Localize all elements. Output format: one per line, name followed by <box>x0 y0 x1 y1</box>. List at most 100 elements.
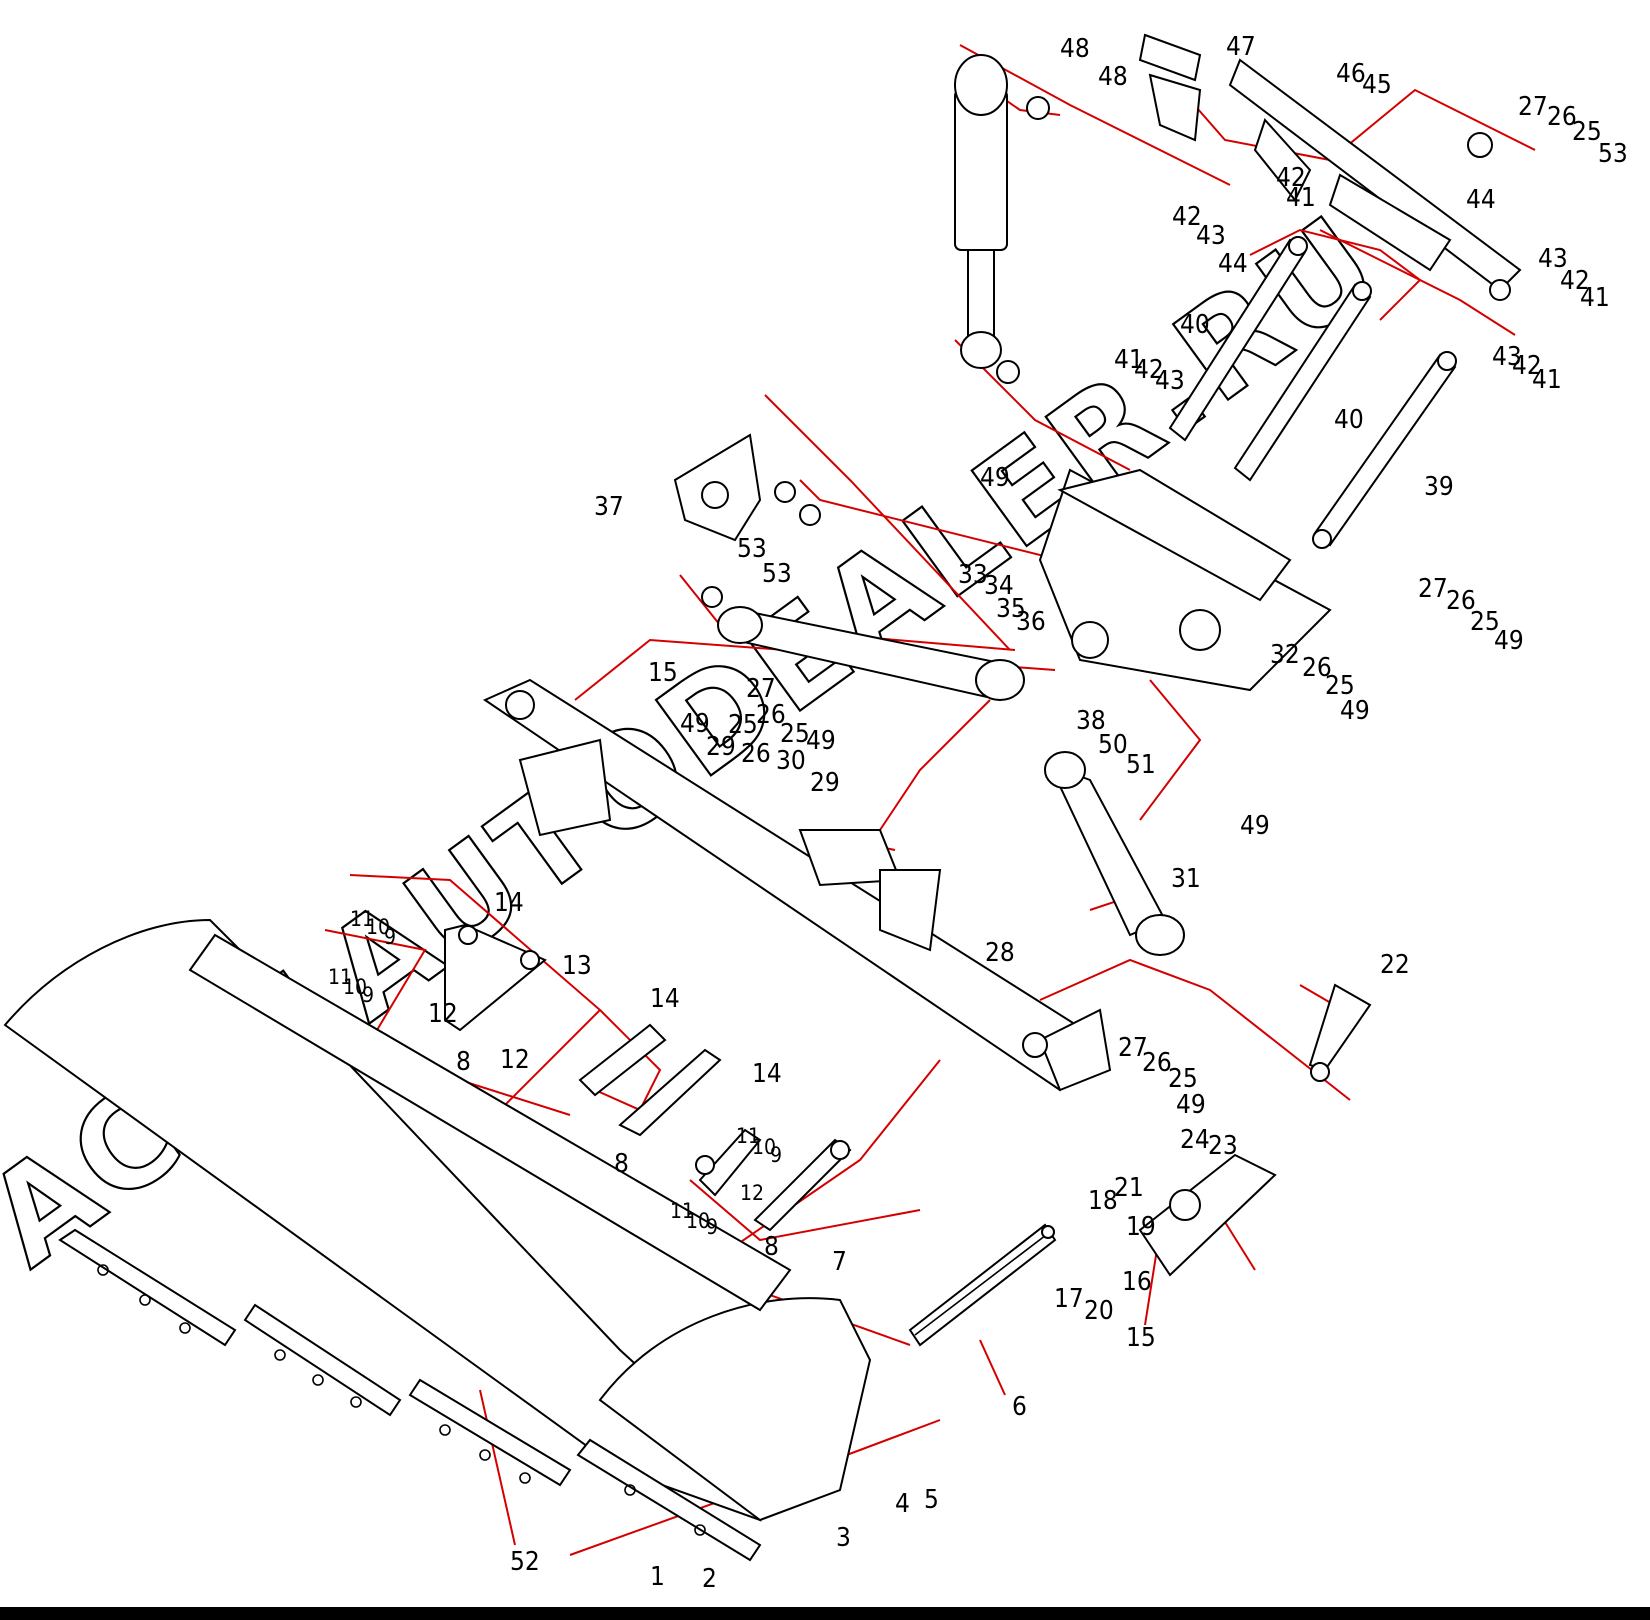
callout-26: 26 <box>1446 586 1476 616</box>
lift-links <box>1168 236 1457 549</box>
callout-3: 3 <box>836 1523 851 1553</box>
callout-29: 29 <box>810 768 840 798</box>
callout-10: 10 <box>366 915 390 939</box>
callout-27: 27 <box>1418 574 1448 604</box>
callout-43: 43 <box>1155 366 1185 396</box>
callout-29: 29 <box>706 732 736 762</box>
callout-12: 12 <box>428 999 458 1029</box>
leader-link-40 <box>1249 228 1422 321</box>
callout-46: 46 <box>1336 59 1366 89</box>
upper-brackets <box>1138 33 1522 301</box>
callout-49: 49 <box>980 463 1010 493</box>
callout-10: 10 <box>343 975 367 999</box>
callout-42: 42 <box>1172 202 1202 232</box>
callout-49: 49 <box>1340 696 1370 726</box>
callout-17: 17 <box>1054 1284 1084 1314</box>
callout-26: 26 <box>1547 102 1577 132</box>
callout-14: 14 <box>650 984 680 1014</box>
callout-25: 25 <box>780 719 810 749</box>
leader-plate-37 <box>764 394 1011 651</box>
leader-plate-nuts <box>799 479 1061 561</box>
callout-53: 53 <box>737 534 767 564</box>
callout-14: 14 <box>752 1059 782 1089</box>
callout-28: 28 <box>985 938 1015 968</box>
callout-22: 22 <box>1380 950 1410 980</box>
small-links <box>444 923 852 1232</box>
callout-35: 35 <box>996 594 1026 624</box>
callout-26: 26 <box>756 700 786 730</box>
callout-15: 15 <box>1126 1323 1156 1353</box>
callout-38: 38 <box>1076 706 1106 736</box>
leader-6 <box>979 1339 1006 1396</box>
callout-30: 30 <box>776 746 806 776</box>
callout-41: 41 <box>1532 365 1562 395</box>
callout-9: 9 <box>362 983 374 1007</box>
callout-5: 5 <box>924 1485 939 1515</box>
callout-8: 8 <box>614 1149 629 1179</box>
callout-26: 26 <box>1302 653 1332 683</box>
callout-43: 43 <box>1538 244 1568 274</box>
callout-27: 27 <box>746 674 776 704</box>
skid-shoe <box>1138 1153 1277 1277</box>
callout-10: 10 <box>752 1135 776 1159</box>
callout-40: 40 <box>1334 405 1364 435</box>
callout-48: 48 <box>1060 34 1090 64</box>
callout-49: 49 <box>806 726 836 756</box>
callout-16: 16 <box>1122 1267 1152 1297</box>
callout-39: 39 <box>1424 472 1454 502</box>
callout-11: 11 <box>736 1124 760 1148</box>
callout-27: 27 <box>1518 92 1548 122</box>
callout-25: 25 <box>728 710 758 740</box>
callout-44: 44 <box>1466 185 1496 215</box>
leader-links-right <box>689 1179 921 1242</box>
callout-37: 37 <box>594 492 624 522</box>
cutting-edges <box>58 1228 762 1562</box>
callout-15: 15 <box>648 658 678 688</box>
callout-47: 47 <box>1226 32 1256 62</box>
callout-42: 42 <box>1512 351 1542 381</box>
callout-41: 41 <box>1580 283 1610 313</box>
leader-frame-38 <box>868 699 991 851</box>
callout-49: 49 <box>1176 1090 1206 1120</box>
callout-10: 10 <box>686 1209 710 1233</box>
callout-11: 11 <box>350 907 374 931</box>
callout-34: 34 <box>984 571 1014 601</box>
callout-49: 49 <box>1240 811 1270 841</box>
callout-2: 2 <box>702 1564 717 1594</box>
main-beam <box>482 678 1112 1092</box>
blade-moldboard <box>3 918 872 1522</box>
callout-43: 43 <box>1492 342 1522 372</box>
callout-24: 24 <box>1180 1125 1210 1155</box>
callout-19: 19 <box>1126 1212 1156 1242</box>
callout-42: 42 <box>1134 355 1164 385</box>
callout-25: 25 <box>1325 671 1355 701</box>
callout-27: 27 <box>1118 1033 1148 1063</box>
callout-4: 4 <box>895 1489 910 1519</box>
callout-6: 6 <box>1012 1392 1027 1422</box>
callout-8: 8 <box>456 1047 471 1077</box>
central-pivot-frame <box>1038 468 1332 692</box>
callout-48: 48 <box>1098 62 1128 92</box>
callout-53: 53 <box>1598 139 1628 169</box>
callout-43: 43 <box>1196 221 1226 251</box>
callout-21: 21 <box>1114 1173 1144 1203</box>
callout-12: 12 <box>500 1045 530 1075</box>
callout-32: 32 <box>1270 640 1300 670</box>
callout-36: 36 <box>1016 607 1046 637</box>
callout-50: 50 <box>1098 730 1128 760</box>
hydraulic-cylinder-diagonal <box>701 586 1025 702</box>
callout-8: 8 <box>764 1232 779 1262</box>
callout-51: 51 <box>1126 750 1156 780</box>
callout-7: 7 <box>832 1247 847 1277</box>
callout-23: 23 <box>1208 1131 1238 1161</box>
leader-49-right <box>1139 679 1202 821</box>
callout-25: 25 <box>1168 1064 1198 1094</box>
callout-1: 1 <box>650 1562 665 1592</box>
callout-9: 9 <box>770 1143 782 1167</box>
callout-40: 40 <box>1180 310 1210 340</box>
callout-44: 44 <box>1218 249 1248 279</box>
callout-33: 33 <box>958 560 988 590</box>
callout-49: 49 <box>680 709 710 739</box>
leader-52 <box>479 1389 516 1546</box>
